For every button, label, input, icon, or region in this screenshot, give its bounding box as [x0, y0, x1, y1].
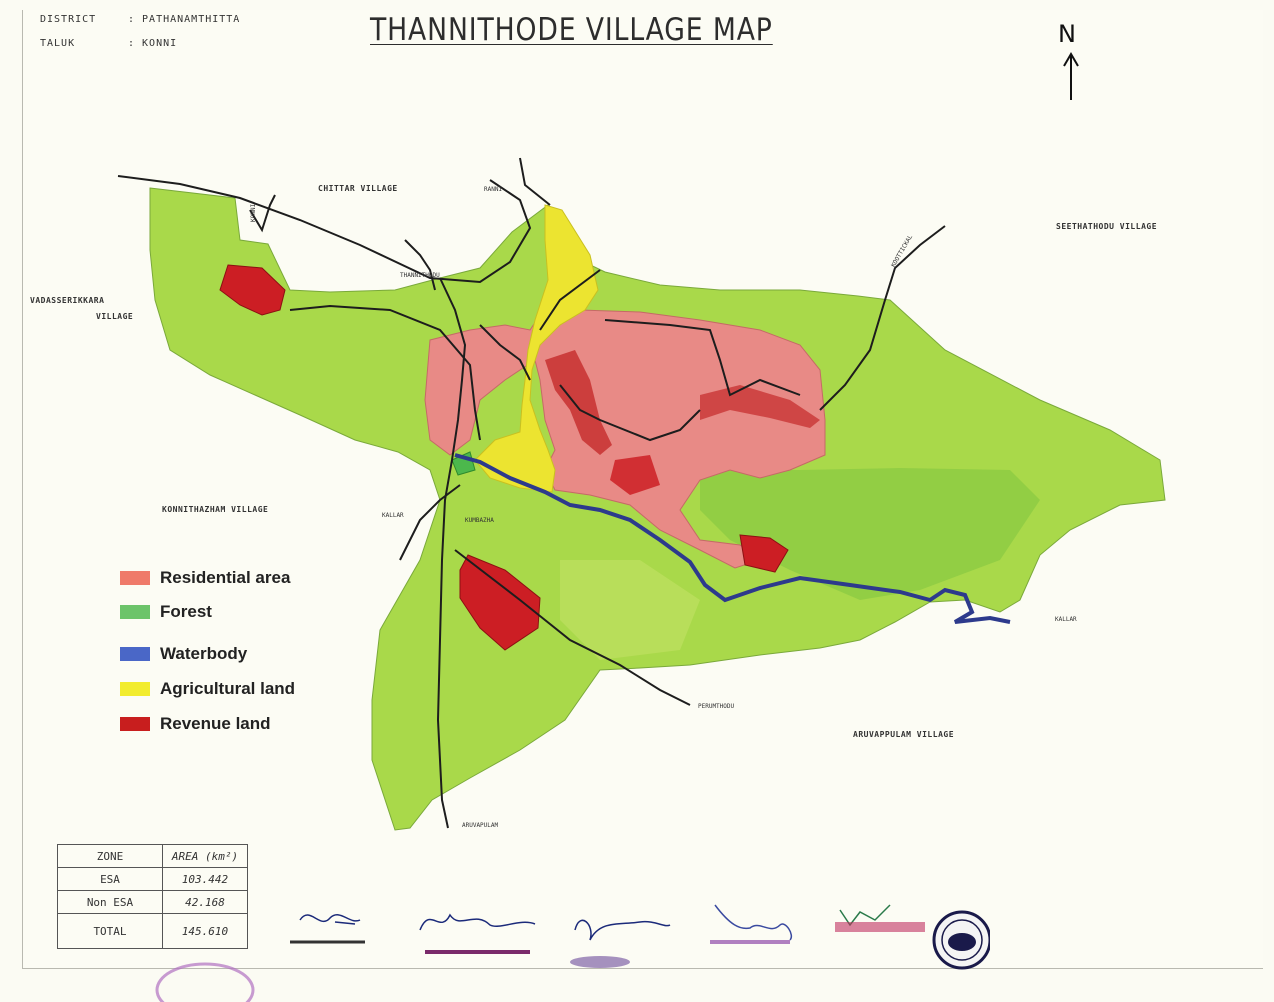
north-arrow-icon: [1063, 52, 1079, 100]
legend-label-waterbody: Waterbody: [160, 644, 248, 663]
road-network: [117, 157, 946, 829]
road-label-kumbazha: KUMBAZHA: [465, 517, 494, 524]
legend-swatch-forest: [120, 605, 150, 619]
table-row: ESA 103.442: [57, 867, 248, 891]
legend-swatch-revenue: [120, 717, 150, 731]
legend-item-waterbody: Waterbody: [120, 642, 247, 666]
table-row: ZONE AREA (km²): [57, 844, 248, 868]
river: [454, 453, 1011, 624]
table-cell-area: 145.610: [162, 913, 248, 949]
road-label-konni: KONNI: [250, 203, 257, 222]
stamp-icon: [155, 962, 255, 1002]
revenue-land-south: [459, 554, 541, 651]
signatures-block: [290, 904, 990, 970]
map-title: THANNITHODE VILLAGE MAP: [370, 12, 773, 48]
legend-item-agricultural: Agricultural land: [120, 677, 295, 701]
agricultural-land: [474, 204, 599, 493]
vadasserikkara-village-label: VADASSERIKKARA: [30, 296, 105, 305]
dense-vegetation-shade: [700, 468, 1040, 600]
legend-label-revenue: Revenue land: [160, 714, 271, 733]
signature-village-officer: [570, 919, 671, 968]
district-value: : PATHANAMTHITTA: [128, 14, 241, 25]
legend-item-residential: Residential area: [120, 566, 290, 590]
legend-label-forest: Forest: [160, 602, 212, 621]
table-row: TOTAL 145.610: [57, 913, 248, 949]
legend-item-forest: Forest: [120, 600, 212, 624]
district-label: DISTRICT: [40, 14, 97, 25]
aruvappulam-village-label: ARUVAPPULAM VILLAGE: [853, 730, 955, 739]
vadasserikkara-village-label-2: VILLAGE: [96, 312, 134, 321]
legend-label-residential: Residential area: [160, 568, 291, 587]
north-label: N: [1058, 20, 1076, 48]
legend-swatch-waterbody: [120, 647, 150, 661]
revenue-land-east: [739, 534, 789, 573]
table-row: Non ESA 42.168: [57, 890, 248, 914]
signature-tahsildar: [710, 904, 792, 944]
legend-swatch-agricultural: [120, 682, 150, 696]
road-label-ranni: RANNI: [484, 186, 503, 193]
table-cell-zone: Non ESA: [57, 890, 163, 914]
table-cell-zone: ESA: [57, 867, 163, 891]
table-header-area: AREA (km²): [162, 844, 248, 868]
table-cell-area: 103.442: [162, 867, 248, 891]
table-cell-zone: TOTAL: [57, 913, 163, 949]
revenue-land-central: [610, 455, 660, 495]
light-vegetation-shade: [560, 560, 700, 660]
road-label-thannithodu: THANNITHODU: [400, 272, 440, 279]
legend-label-agricultural: Agricultural land: [160, 679, 296, 698]
area-table: ZONE AREA (km²) ESA 103.442 Non ESA 42.1…: [57, 844, 248, 949]
signature-secretary: [419, 913, 536, 954]
official-seal-icon: [932, 910, 990, 970]
legend-item-revenue: Revenue land: [120, 712, 271, 736]
signature-forest-officer: [835, 904, 925, 932]
road-label-perumthodu: PERUMTHODU: [698, 703, 735, 710]
table-cell-area: 42.168: [162, 890, 248, 914]
seethathodu-village-label: SEETHATHODU VILLAGE: [1056, 222, 1158, 231]
signature-president: [290, 914, 365, 944]
revenue-land-strip: [545, 350, 612, 455]
road-label-aruvapulam: ARUVAPULAM: [462, 822, 499, 829]
table-header-zone: ZONE: [57, 844, 163, 868]
taluk-value: : KONNI: [128, 38, 178, 49]
road-label-kallar-west: KALLAR: [382, 512, 404, 519]
revenue-land-northwest: [219, 264, 286, 316]
konnithazham-village-label: KONNITHAZHAM VILLAGE: [162, 505, 269, 514]
road-label-kallar-east: KALLAR: [1055, 616, 1077, 623]
taluk-label: TALUK: [40, 38, 76, 49]
chittar-village-label: CHITTAR VILLAGE: [318, 184, 398, 193]
legend-swatch-residential: [120, 571, 150, 585]
